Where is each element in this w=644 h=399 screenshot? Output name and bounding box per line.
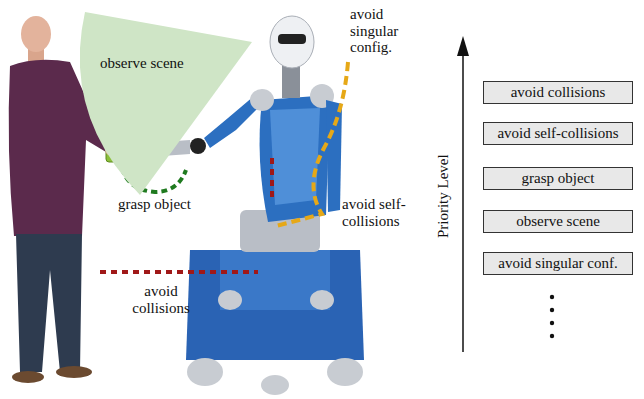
constraint-label: avoid collisions	[128, 283, 194, 316]
task-label: grasp object	[118, 196, 228, 213]
view-cone-fill	[80, 12, 252, 195]
constraint-label: avoid self- collisions	[342, 196, 422, 229]
priority-box: avoid singular conf.	[483, 252, 633, 275]
box-label: avoid singular conf.	[484, 255, 632, 272]
box-label: avoid collisions	[484, 84, 632, 101]
cone-label: observe scene	[100, 55, 184, 72]
singularity-path	[276, 62, 348, 226]
axis-label: Priority Level	[435, 154, 452, 238]
priority-box: grasp object	[483, 167, 633, 190]
self-collision-distance	[270, 158, 274, 198]
ellipsis-dot	[550, 295, 554, 299]
arrow-head	[457, 36, 469, 56]
ellipsis-dot	[550, 334, 554, 338]
priority-axis	[462, 52, 464, 352]
view-cone: observe scene	[80, 5, 260, 205]
constraint-label: avoid singular config.	[350, 6, 412, 56]
priority-box: avoid collisions	[483, 81, 633, 104]
ellipsis-dot	[550, 308, 554, 312]
box-label: grasp object	[484, 170, 632, 187]
ellipsis-dot	[550, 321, 554, 325]
priority-box: observe scene	[483, 210, 633, 233]
box-label: avoid self-collisions	[484, 125, 632, 142]
view-cone-shape	[80, 5, 260, 205]
box-label: observe scene	[484, 213, 632, 230]
priority-box: avoid self-collisions	[483, 122, 633, 145]
collision-distance	[100, 270, 258, 274]
